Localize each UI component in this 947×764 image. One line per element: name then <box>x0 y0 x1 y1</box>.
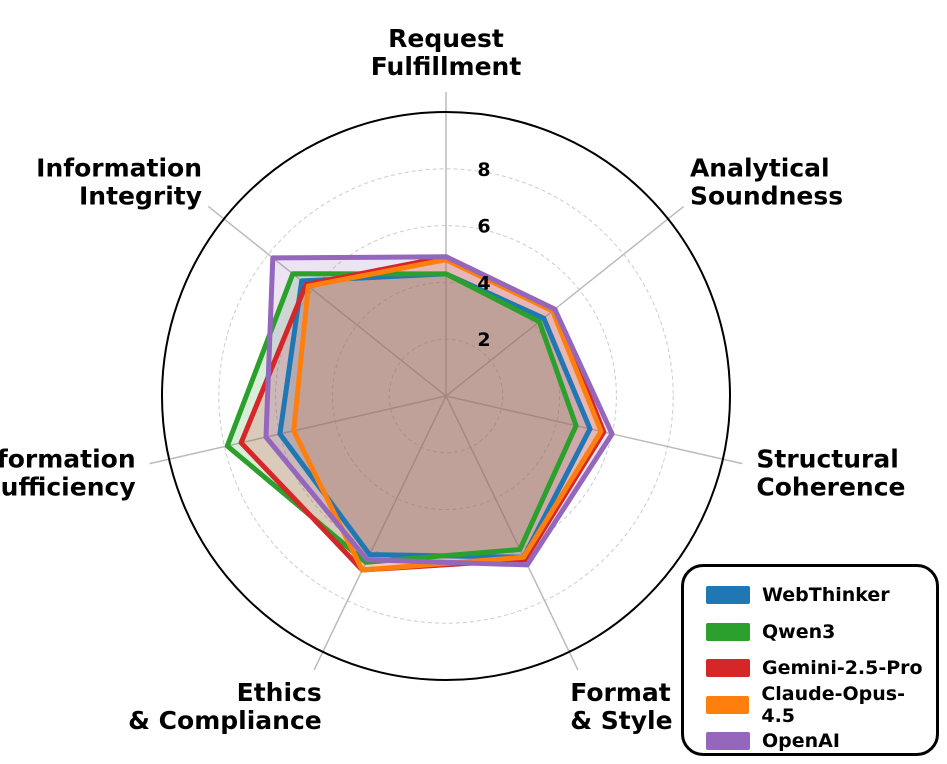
axis-label: Ethics& Compliance <box>128 678 322 735</box>
tick-label: 6 <box>477 216 490 238</box>
legend: WebThinker Qwen3 Gemini-2.5-Pro Claude-O… <box>681 564 939 756</box>
legend-item-openai: OpenAI <box>706 723 936 760</box>
legend-label: OpenAI <box>762 730 840 753</box>
outer-frame <box>161 111 731 681</box>
series-line <box>224 271 579 565</box>
axis-label: InformationSufficiency <box>0 445 136 502</box>
series-fill <box>293 259 602 570</box>
tick-label: 4 <box>477 272 490 294</box>
legend-label: Qwen3 <box>762 620 836 643</box>
axis-spoke <box>207 205 447 397</box>
legend-swatch-gemini <box>706 659 750 678</box>
series-fill <box>227 273 577 563</box>
axis-spoke <box>445 395 579 671</box>
series-line <box>263 254 615 568</box>
legend-item-claude: Claude-Opus-4.5 <box>706 683 936 727</box>
legend-item-gemini: Gemini-2.5-Pro <box>706 650 936 687</box>
legend-label: WebThinker <box>762 584 890 607</box>
series-fill <box>279 273 590 558</box>
legend-swatch-claude <box>706 695 750 714</box>
axis-spoke <box>149 395 447 465</box>
axis-spoke <box>445 395 743 465</box>
legend-label: Gemini-2.5-Pro <box>762 657 923 680</box>
series-fill <box>266 256 613 565</box>
grid-ring <box>218 168 674 624</box>
axis-spoke <box>313 395 447 671</box>
legend-item-webthinker: WebThinker <box>706 577 936 614</box>
legend-item-qwen3: Qwen3 <box>706 614 936 651</box>
tick-label: 8 <box>477 159 490 181</box>
series-fill <box>241 256 604 570</box>
legend-label: Claude-Opus-4.5 <box>761 682 905 727</box>
legend-swatch-qwen3 <box>706 622 750 641</box>
legend-swatch-openai <box>706 732 750 751</box>
axis-label: Format& Style <box>570 678 672 735</box>
tick-label: 2 <box>477 329 490 351</box>
legend-swatch-webthinker <box>706 586 750 605</box>
axis-spoke <box>445 205 685 397</box>
